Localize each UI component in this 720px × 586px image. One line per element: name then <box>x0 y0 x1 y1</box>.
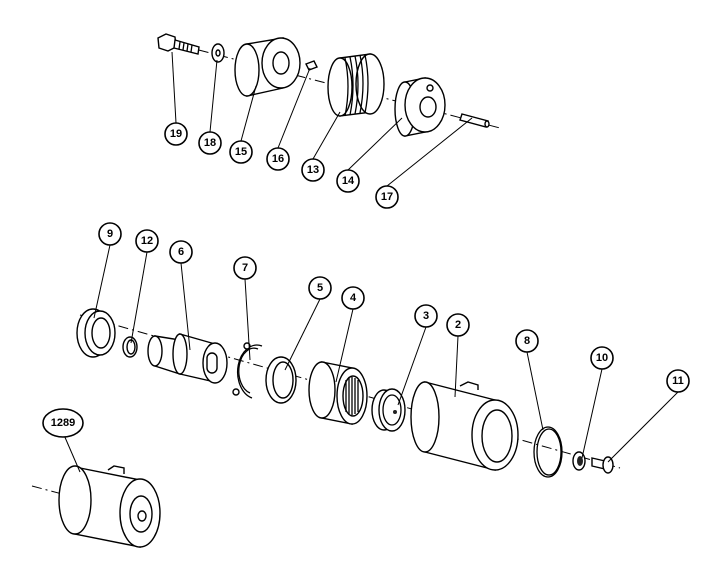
part-9-seal <box>76 308 116 358</box>
callout-13: 13 <box>301 158 325 182</box>
svg-text:12: 12 <box>141 235 153 247</box>
svg-text:14: 14 <box>342 175 355 187</box>
svg-text:17: 17 <box>381 191 393 203</box>
callout-10: 10 <box>590 346 614 370</box>
part-12-o-ring <box>122 336 138 358</box>
callout-2: 2 <box>446 313 470 337</box>
part-17-pin <box>459 113 490 128</box>
svg-text:7: 7 <box>242 262 248 274</box>
svg-text:18: 18 <box>204 137 216 149</box>
part-6-sleeve <box>147 333 228 384</box>
svg-text:2: 2 <box>455 319 461 331</box>
callout-7: 7 <box>233 256 257 280</box>
leader-lines <box>63 51 679 473</box>
svg-text:13: 13 <box>307 164 319 176</box>
callout-3: 3 <box>414 304 438 328</box>
svg-text:10: 10 <box>596 352 608 364</box>
part-19-bolt <box>157 33 200 55</box>
callout-11: 11 <box>666 369 690 393</box>
callout-14: 14 <box>336 169 360 193</box>
part-13-threaded-ring <box>327 53 385 117</box>
svg-text:6: 6 <box>178 246 184 258</box>
svg-text:9: 9 <box>107 228 113 240</box>
svg-text:15: 15 <box>235 146 247 158</box>
part-18-washer <box>211 43 225 63</box>
callout-4: 4 <box>341 286 365 310</box>
part-15-collar <box>234 37 301 97</box>
svg-text:4: 4 <box>350 292 357 304</box>
callout-9: 9 <box>98 222 122 246</box>
part-2-housing <box>410 381 519 471</box>
callout-12: 12 <box>135 229 159 253</box>
part-3-plug <box>371 388 406 432</box>
svg-text:11: 11 <box>672 375 684 387</box>
callout-5: 5 <box>308 276 332 300</box>
part-8-retaining-ring <box>533 426 563 478</box>
svg-text:5: 5 <box>317 282 323 294</box>
callout-1289: 1289 <box>42 408 84 438</box>
callout-19: 19 <box>164 122 188 146</box>
callout-18: 18 <box>198 131 222 155</box>
svg-text:3: 3 <box>423 310 429 322</box>
svg-text:19: 19 <box>170 128 182 140</box>
callout-16: 16 <box>266 147 290 171</box>
part-1289-assembly <box>58 465 161 548</box>
callout-15: 15 <box>229 140 253 164</box>
callout-17: 17 <box>375 185 399 209</box>
svg-text:8: 8 <box>524 335 530 347</box>
callout-6: 6 <box>169 240 193 264</box>
part-4-needle-bearing <box>308 361 368 425</box>
svg-text:16: 16 <box>272 153 284 165</box>
part-16-key <box>305 60 318 71</box>
part-11-screw <box>591 456 614 474</box>
part-7-snap-ring <box>232 342 263 399</box>
callout-8: 8 <box>515 329 539 353</box>
part-14-ring <box>394 77 446 137</box>
svg-text:1289: 1289 <box>51 417 75 429</box>
part-5-ring <box>265 356 297 404</box>
